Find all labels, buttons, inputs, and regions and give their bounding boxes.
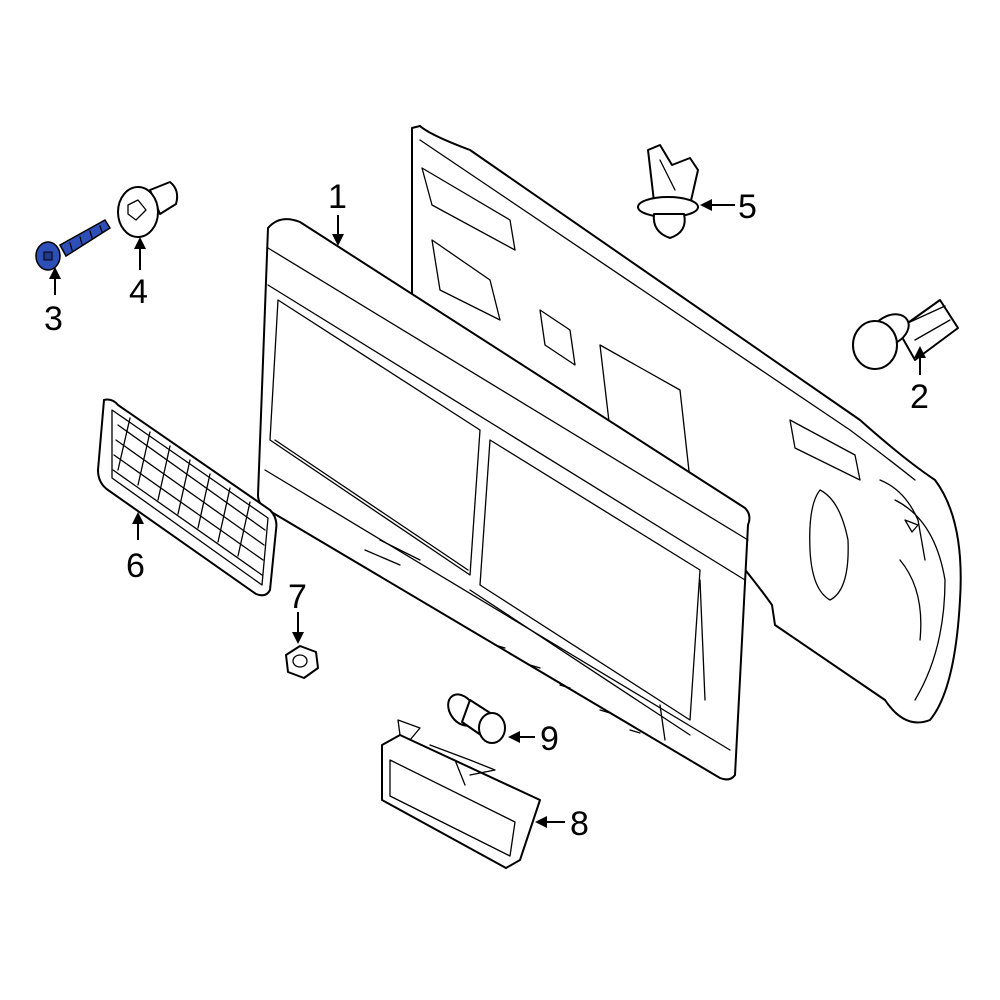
callout-6: 6 (126, 547, 145, 585)
trim-panel[interactable] (257, 218, 751, 781)
callout-1: 1 (328, 178, 347, 216)
callout-9: 9 (540, 720, 559, 758)
callout-4: 4 (129, 273, 148, 311)
callout-5: 5 (738, 188, 757, 226)
callout-8: 8 (570, 805, 589, 843)
callout-7: 7 (288, 578, 307, 616)
nut[interactable] (285, 645, 319, 679)
clip[interactable] (637, 144, 699, 239)
bulb[interactable] (442, 689, 506, 744)
callout-2: 2 (910, 378, 929, 416)
push-pin-retainer[interactable] (852, 299, 959, 370)
lamp-housing[interactable] (381, 719, 541, 869)
storage-net[interactable] (97, 398, 278, 597)
screw[interactable] (35, 218, 112, 271)
callout-3: 3 (44, 300, 63, 338)
callout-arrows (49, 199, 926, 828)
grommet[interactable] (117, 181, 179, 238)
